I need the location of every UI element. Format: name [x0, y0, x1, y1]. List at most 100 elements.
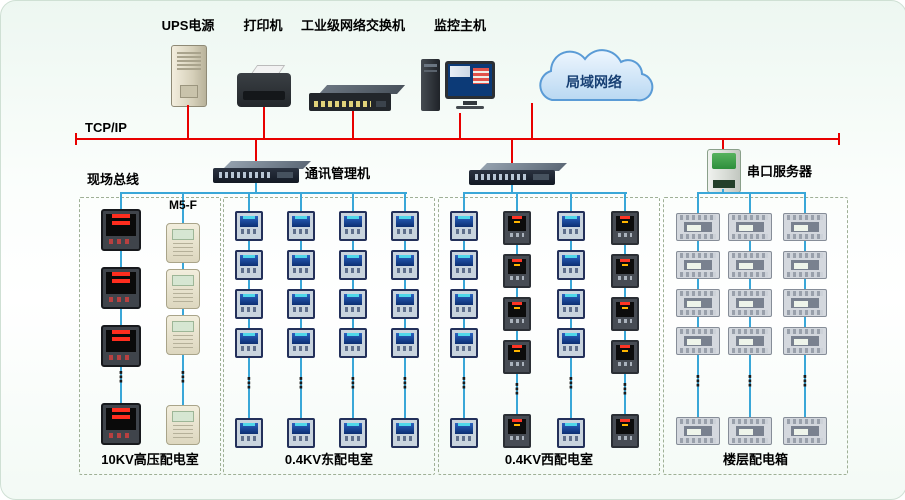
ups-label: UPS电源 — [161, 18, 215, 33]
meter-blue-icon — [557, 250, 585, 280]
meter-blue-icon — [391, 328, 419, 358]
meter-din-icon — [728, 417, 772, 445]
meter-column-floor-1: ⋮ — [674, 193, 722, 445]
meter-red-icon — [503, 414, 531, 448]
meter-blue-icon — [557, 328, 585, 358]
ellipsis-dots: ⋮ — [293, 374, 309, 392]
meter-din-icon — [783, 327, 827, 355]
tcpip-label: TCP/IP — [85, 120, 127, 135]
meter-red-icon — [503, 297, 531, 331]
meter-red-icon — [611, 340, 639, 374]
meter-red-icon — [611, 297, 639, 331]
tcpip-right-tick — [838, 133, 840, 145]
meter-blue-icon — [339, 418, 367, 448]
meter-din-icon — [728, 213, 772, 241]
meter-blue-icon — [557, 418, 585, 448]
comm2-feeder-line — [511, 185, 513, 192]
room-04kv-east: 0.4KV东配电室 — [223, 197, 435, 475]
tcpip-bus-line — [76, 138, 839, 140]
meter-din-icon — [783, 289, 827, 317]
ellipsis-dots: ⋮ — [345, 374, 361, 392]
serial-drop-line — [722, 140, 724, 150]
comm-manager-label: 通讯管理机 — [305, 166, 371, 181]
pc-tower-icon — [421, 59, 440, 111]
ellipsis-dots: ⋮ — [397, 374, 413, 392]
printer-body — [237, 73, 291, 107]
monitor-screen — [448, 64, 492, 96]
serial-server-label: 串口服务器 — [747, 164, 813, 179]
comm1-feeder-line — [255, 183, 257, 192]
meter-din-icon — [728, 327, 772, 355]
switch-front-face — [309, 93, 391, 111]
cloud-label: 局域网络 — [566, 74, 622, 90]
meter-black-icon — [101, 267, 141, 309]
meter-blue-icon — [450, 289, 478, 319]
meter-blue-icon — [339, 211, 367, 241]
field-bus-manifold-3 — [697, 192, 806, 194]
room-04kv-west-label: 0.4KV西配电室 — [504, 452, 594, 467]
meter-black-icon — [101, 209, 141, 251]
ellipsis-dots: ⋮ — [241, 374, 257, 392]
switch-drop-line — [352, 111, 354, 139]
meter-din-icon — [728, 289, 772, 317]
meter-blue-icon — [450, 328, 478, 358]
comm-manager-2-icon — [469, 163, 567, 185]
meter-blue-icon — [450, 418, 478, 448]
printer-tray — [243, 91, 285, 100]
meter-column-10kv-1: ⋮ — [99, 193, 143, 445]
meter-blue-icon — [391, 289, 419, 319]
room-10kv: 10KV高压配电室 — [79, 197, 221, 475]
meter-blue-icon — [391, 211, 419, 241]
meter-din-icon — [728, 251, 772, 279]
meter-blue-icon — [287, 289, 315, 319]
field-bus-manifold-2 — [463, 192, 627, 194]
ellipsis-dots: ⋮ — [563, 374, 579, 392]
meter-beige-icon — [166, 405, 200, 445]
meter-din-icon — [676, 289, 720, 317]
field-bus-manifold-1 — [120, 192, 407, 194]
meter-din-icon — [783, 251, 827, 279]
meter-red-icon — [611, 254, 639, 288]
meter-blue-icon — [235, 211, 263, 241]
ellipsis-dots: ⋮ — [690, 371, 706, 390]
meter-column-west-2: ⋮ — [495, 193, 539, 448]
meter-black-icon — [101, 403, 141, 445]
meter-din-icon — [783, 417, 827, 445]
meter-column-west-3: ⋮ — [549, 193, 593, 448]
serial-feeder-line — [722, 189, 724, 192]
monitor-stand — [463, 101, 477, 105]
meter-beige-icon — [166, 315, 200, 355]
meter-din-icon — [676, 251, 720, 279]
meter-column-floor-2: ⋮ — [726, 193, 774, 445]
ellipsis-dots: ⋮ — [509, 380, 525, 398]
host-drop-line — [459, 113, 461, 139]
meter-black-icon — [101, 325, 141, 367]
meter-blue-icon — [287, 328, 315, 358]
meter-column-east-2: ⋮ — [279, 193, 323, 448]
ellipsis-dots: ⋮ — [742, 371, 758, 390]
meter-blue-icon — [450, 250, 478, 280]
meter-blue-icon — [557, 211, 585, 241]
host-label: 监控主机 — [433, 18, 487, 33]
ellipsis-dots: ⋮ — [797, 371, 813, 390]
meter-blue-icon — [235, 289, 263, 319]
comm2-drop-line — [511, 140, 513, 164]
meter-din-icon — [676, 213, 720, 241]
meter-blue-icon — [339, 328, 367, 358]
meter-column-east-4: ⋮ — [383, 193, 427, 448]
ups-drop-line — [187, 105, 189, 139]
meter-blue-icon — [235, 328, 263, 358]
meter-blue-icon — [391, 418, 419, 448]
room-04kv-west: 0.4KV西配电室 — [438, 197, 660, 475]
meter-red-icon — [611, 211, 639, 245]
meter-red-icon — [503, 340, 531, 374]
meter-blue-icon — [339, 250, 367, 280]
lan-cloud-icon: 局域网络 — [539, 49, 654, 102]
meter-red-icon — [503, 211, 531, 245]
monitor-icon — [445, 61, 495, 109]
meter-red-icon — [611, 414, 639, 448]
meter-beige-icon — [166, 223, 200, 263]
ellipsis-dots: ⋮ — [175, 367, 191, 386]
m5f-device-label: M5-F — [169, 198, 197, 212]
